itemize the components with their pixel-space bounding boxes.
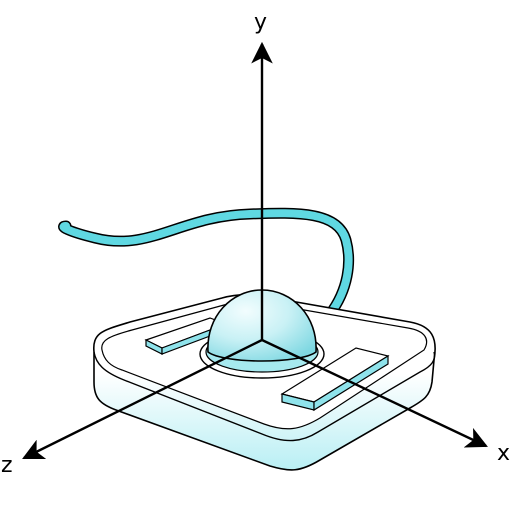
y-axis-label: y bbox=[254, 10, 268, 35]
x-axis-label: x bbox=[497, 441, 511, 466]
z-axis-label: z bbox=[1, 453, 13, 478]
cable bbox=[58, 207, 355, 320]
z-axis bbox=[22, 338, 263, 460]
x-axis bbox=[261, 338, 488, 448]
axes bbox=[22, 41, 488, 460]
